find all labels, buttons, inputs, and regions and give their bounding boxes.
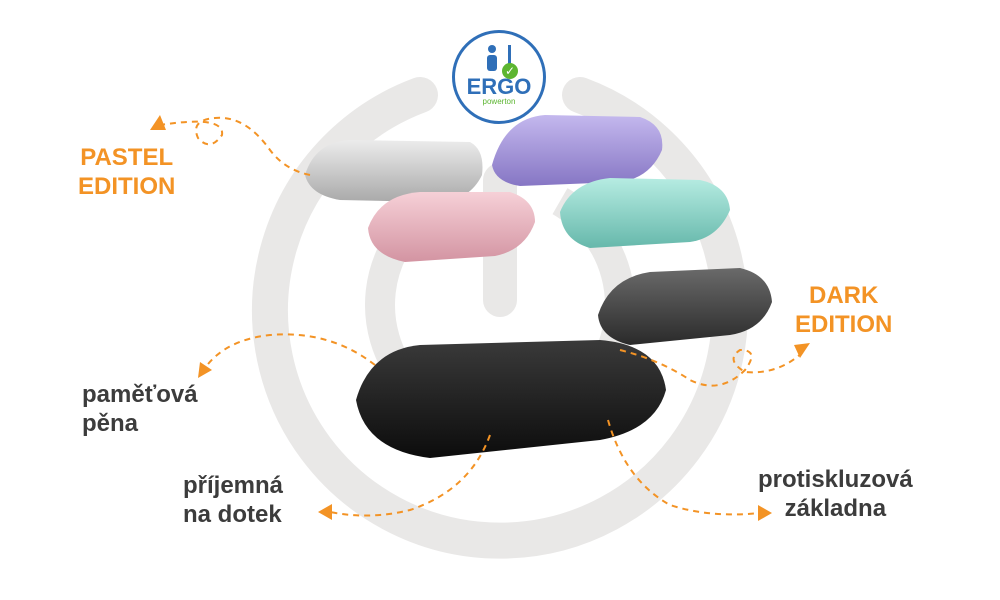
ergo-logo: ✓ ERGO powerton: [452, 30, 546, 124]
label-line: na dotek: [183, 501, 282, 528]
pad-mint: [560, 178, 730, 248]
pad-lavender: [492, 115, 663, 186]
seated-person-icon: ✓: [484, 45, 518, 79]
label-line: EDITION: [78, 173, 176, 200]
pastel-edition-label: PASTEL EDITION: [78, 143, 175, 201]
logo-sub: powerton: [482, 97, 516, 106]
pad-black: [356, 340, 666, 458]
pad-pink: [368, 192, 535, 262]
logo-brand: ERGO: [466, 74, 532, 99]
label-line: pěna: [82, 410, 139, 437]
label-line: PASTEL: [80, 144, 174, 171]
pad-gray: [305, 140, 483, 202]
label-line: DARK: [809, 282, 879, 309]
anti-slip-base-label: protiskluzová základna: [758, 465, 913, 523]
check-icon: ✓: [502, 63, 518, 79]
label-line: protiskluzová: [758, 466, 913, 493]
dark-edition-label: DARK EDITION: [795, 281, 892, 339]
pleasant-touch-label: příjemná na dotek: [183, 471, 283, 529]
power-ring: [252, 77, 748, 559]
label-line: základna: [784, 495, 887, 522]
label-line: EDITION: [795, 311, 893, 338]
pad-dark-gray: [598, 268, 772, 345]
memory-foam-label: paměťová pěna: [82, 380, 198, 438]
label-line: paměťová: [82, 381, 198, 408]
label-line: příjemná: [183, 472, 284, 499]
